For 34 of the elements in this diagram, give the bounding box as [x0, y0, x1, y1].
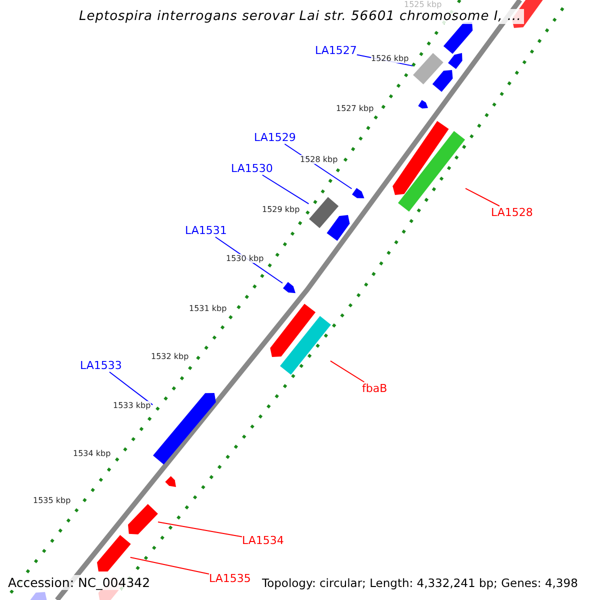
leader-line: [262, 174, 310, 204]
leader-line: [130, 556, 210, 575]
gene-label: LA1533: [80, 359, 122, 372]
scale-label: 1531 kbp: [189, 304, 227, 313]
gene-label: LA1528: [491, 206, 533, 219]
leader-line: [330, 360, 365, 382]
map-title: Leptospira interrogans serovar Lai str. 56601 chromosome I, ...: [76, 9, 524, 24]
gene-feature: [398, 130, 466, 212]
gene-label: LA1535: [209, 572, 251, 585]
scale-label: 1528 kbp: [300, 155, 338, 164]
gene-label: LA1527: [315, 44, 357, 57]
gene-label: fbaB: [362, 382, 388, 395]
gene-label: LA1534: [242, 534, 284, 547]
leader-line: [465, 188, 500, 206]
leader-line: [158, 521, 242, 538]
leader-line: [109, 372, 154, 406]
gene-feature: [152, 393, 216, 464]
scale-label: 1527 kbp: [336, 104, 374, 113]
gene-feature: [128, 504, 158, 534]
scale-label: 1533 kbp: [113, 401, 151, 410]
gene-feature: [280, 316, 330, 374]
gene-label: LA1531: [185, 224, 227, 237]
gene-feature: [282, 282, 295, 293]
genome-summary-text: Topology: circular; Length: 4,332,241 bp; Genes: 4,398: [262, 576, 578, 590]
gene-feature: [308, 197, 338, 229]
gene-label: LA1529: [254, 131, 296, 144]
gene-feature: [96, 535, 130, 572]
scale-label: 1534 kbp: [73, 449, 111, 458]
scale-label: 1535 kbp: [33, 496, 71, 505]
scale-label: 1525 kbp: [404, 0, 442, 9]
gene-feature: [412, 53, 444, 85]
accession-text: Accession: NC_004342: [8, 575, 150, 590]
gene-feature: [352, 188, 364, 198]
gene-label: LA1530: [231, 162, 273, 175]
